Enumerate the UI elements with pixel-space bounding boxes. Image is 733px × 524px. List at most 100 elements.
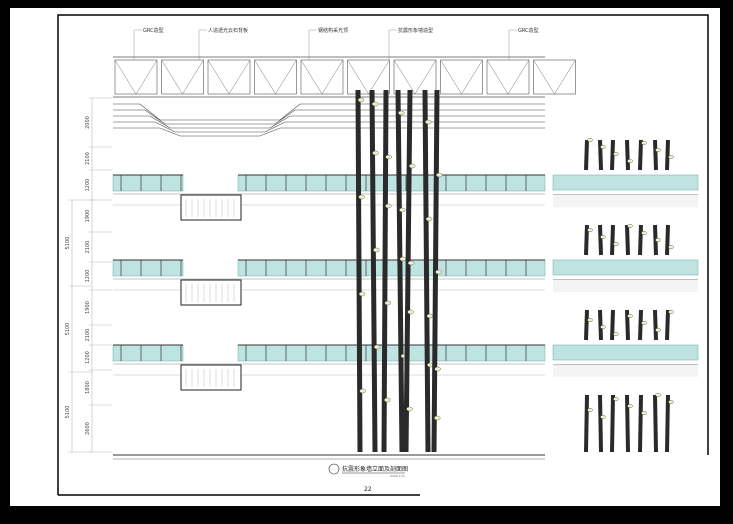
ceiling-pattern-line (113, 109, 545, 125)
dimension-text: 5100 (65, 237, 71, 250)
post-leaf-ornament (373, 344, 381, 350)
post-leaf-ornament (587, 227, 593, 232)
post-leaf-ornament (357, 97, 365, 103)
sculpture-post (422, 89, 431, 453)
glass-balustrade (112, 259, 184, 277)
section-post (625, 309, 630, 341)
section-post (625, 224, 630, 256)
post-leaf-ornament (655, 393, 661, 398)
dimension-lines: 2000210012001900210012001900210012001800… (65, 97, 112, 453)
post-leaf-ornament (641, 140, 647, 145)
post-leaf-ornament (434, 415, 441, 421)
post-leaf-ornament (668, 400, 674, 405)
section-post (584, 224, 589, 256)
dimension-text: 2000 (85, 116, 91, 129)
post-leaf-ornament (373, 247, 380, 253)
glass-balustrade (237, 259, 546, 277)
drawing-title-block: 抗震形象墙立面及剖面图 SCALE 1:50 22 (328, 463, 408, 493)
post-leaf-ornament (600, 144, 606, 149)
post-leaf-ornament (371, 101, 379, 107)
section-post (638, 309, 643, 341)
truss-diagonal (161, 59, 204, 95)
drawing-title: 抗震形象墙立面及剖面图 (342, 465, 408, 473)
sculpture-post (395, 89, 405, 453)
sculpture-post (381, 89, 389, 453)
section-slab-fill (553, 365, 698, 377)
truss-diagonal (486, 59, 530, 95)
section-post (653, 139, 658, 171)
glass-balustrade (237, 344, 546, 362)
glass-balustrade (112, 344, 184, 362)
section-post (653, 394, 658, 453)
sculpture-posts (355, 89, 443, 453)
post-leaf-ornament (641, 321, 647, 326)
post-leaf-ornament (426, 313, 434, 319)
section-slab-fill (553, 280, 698, 292)
post-leaf-ornament (407, 309, 414, 315)
post-leaf-ornament (587, 408, 593, 413)
truss-diagonal (393, 59, 437, 95)
post-leaf-ornament (406, 406, 413, 412)
sculpture-post (369, 89, 378, 453)
dimension-text: 1800 (85, 381, 91, 394)
section-glass-balustrade (552, 259, 699, 276)
section-post (665, 224, 670, 256)
truss-diagonal (114, 59, 158, 95)
truss-band (113, 56, 576, 137)
sculpture-post (403, 89, 413, 453)
section-post (653, 309, 658, 341)
post-leaf-ornament (384, 397, 391, 403)
post-leaf-ornament (613, 151, 619, 156)
post-leaf-ornament (358, 291, 366, 297)
section-post (665, 309, 670, 341)
callout-label: 钢结构采光顶 (318, 27, 348, 34)
post-leaf-ornament (613, 332, 619, 337)
section-post (584, 139, 589, 171)
section-post (625, 139, 630, 171)
post-leaf-ornament (627, 223, 633, 228)
post-leaf-ornament (587, 318, 593, 323)
section-post (610, 309, 615, 341)
post-leaf-ornament (408, 163, 416, 169)
dimension-text: 2100 (85, 241, 91, 254)
truss-diagonal (533, 59, 576, 95)
section-post (598, 224, 603, 256)
post-leaf-ornament (399, 256, 407, 262)
glass-balustrade (237, 174, 546, 192)
truss-diagonal (207, 59, 251, 95)
post-leaf-ornament (641, 411, 647, 416)
section-post (610, 139, 615, 171)
dimension-text: 1200 (85, 179, 91, 192)
scale-note: SCALE 1:50 (390, 474, 405, 478)
section-post (638, 394, 643, 453)
post-leaf-ornament (407, 260, 415, 266)
callout-label: GRC造型 (143, 27, 164, 34)
sculpture-post (355, 89, 363, 453)
post-leaf-ornament (358, 194, 365, 200)
section-post (665, 139, 670, 171)
ceiling-pattern-line (113, 103, 545, 121)
floor-slabs (112, 174, 546, 460)
section-post (584, 394, 589, 453)
post-leaf-ornament (668, 154, 674, 159)
page-number: 22 (364, 486, 372, 493)
elevator-opening (180, 279, 242, 306)
section-post (625, 394, 630, 453)
border-frame (57, 14, 709, 495)
dimension-text: 1200 (85, 351, 91, 364)
post-leaf-ornament (655, 237, 661, 242)
post-leaf-ornament (655, 147, 661, 152)
dimension-text: 1900 (85, 210, 91, 223)
section-post (598, 139, 603, 171)
post-leaf-ornament (425, 216, 433, 222)
post-leaf-ornament (668, 310, 674, 315)
post-leaf-ornament (613, 397, 619, 402)
post-leaf-ornament (655, 328, 661, 333)
elevator-opening (180, 364, 242, 391)
elevator-opening (180, 194, 242, 221)
section-post (598, 394, 603, 453)
truss-diagonal (254, 59, 297, 95)
section-view (552, 137, 699, 453)
section-post (610, 224, 615, 256)
